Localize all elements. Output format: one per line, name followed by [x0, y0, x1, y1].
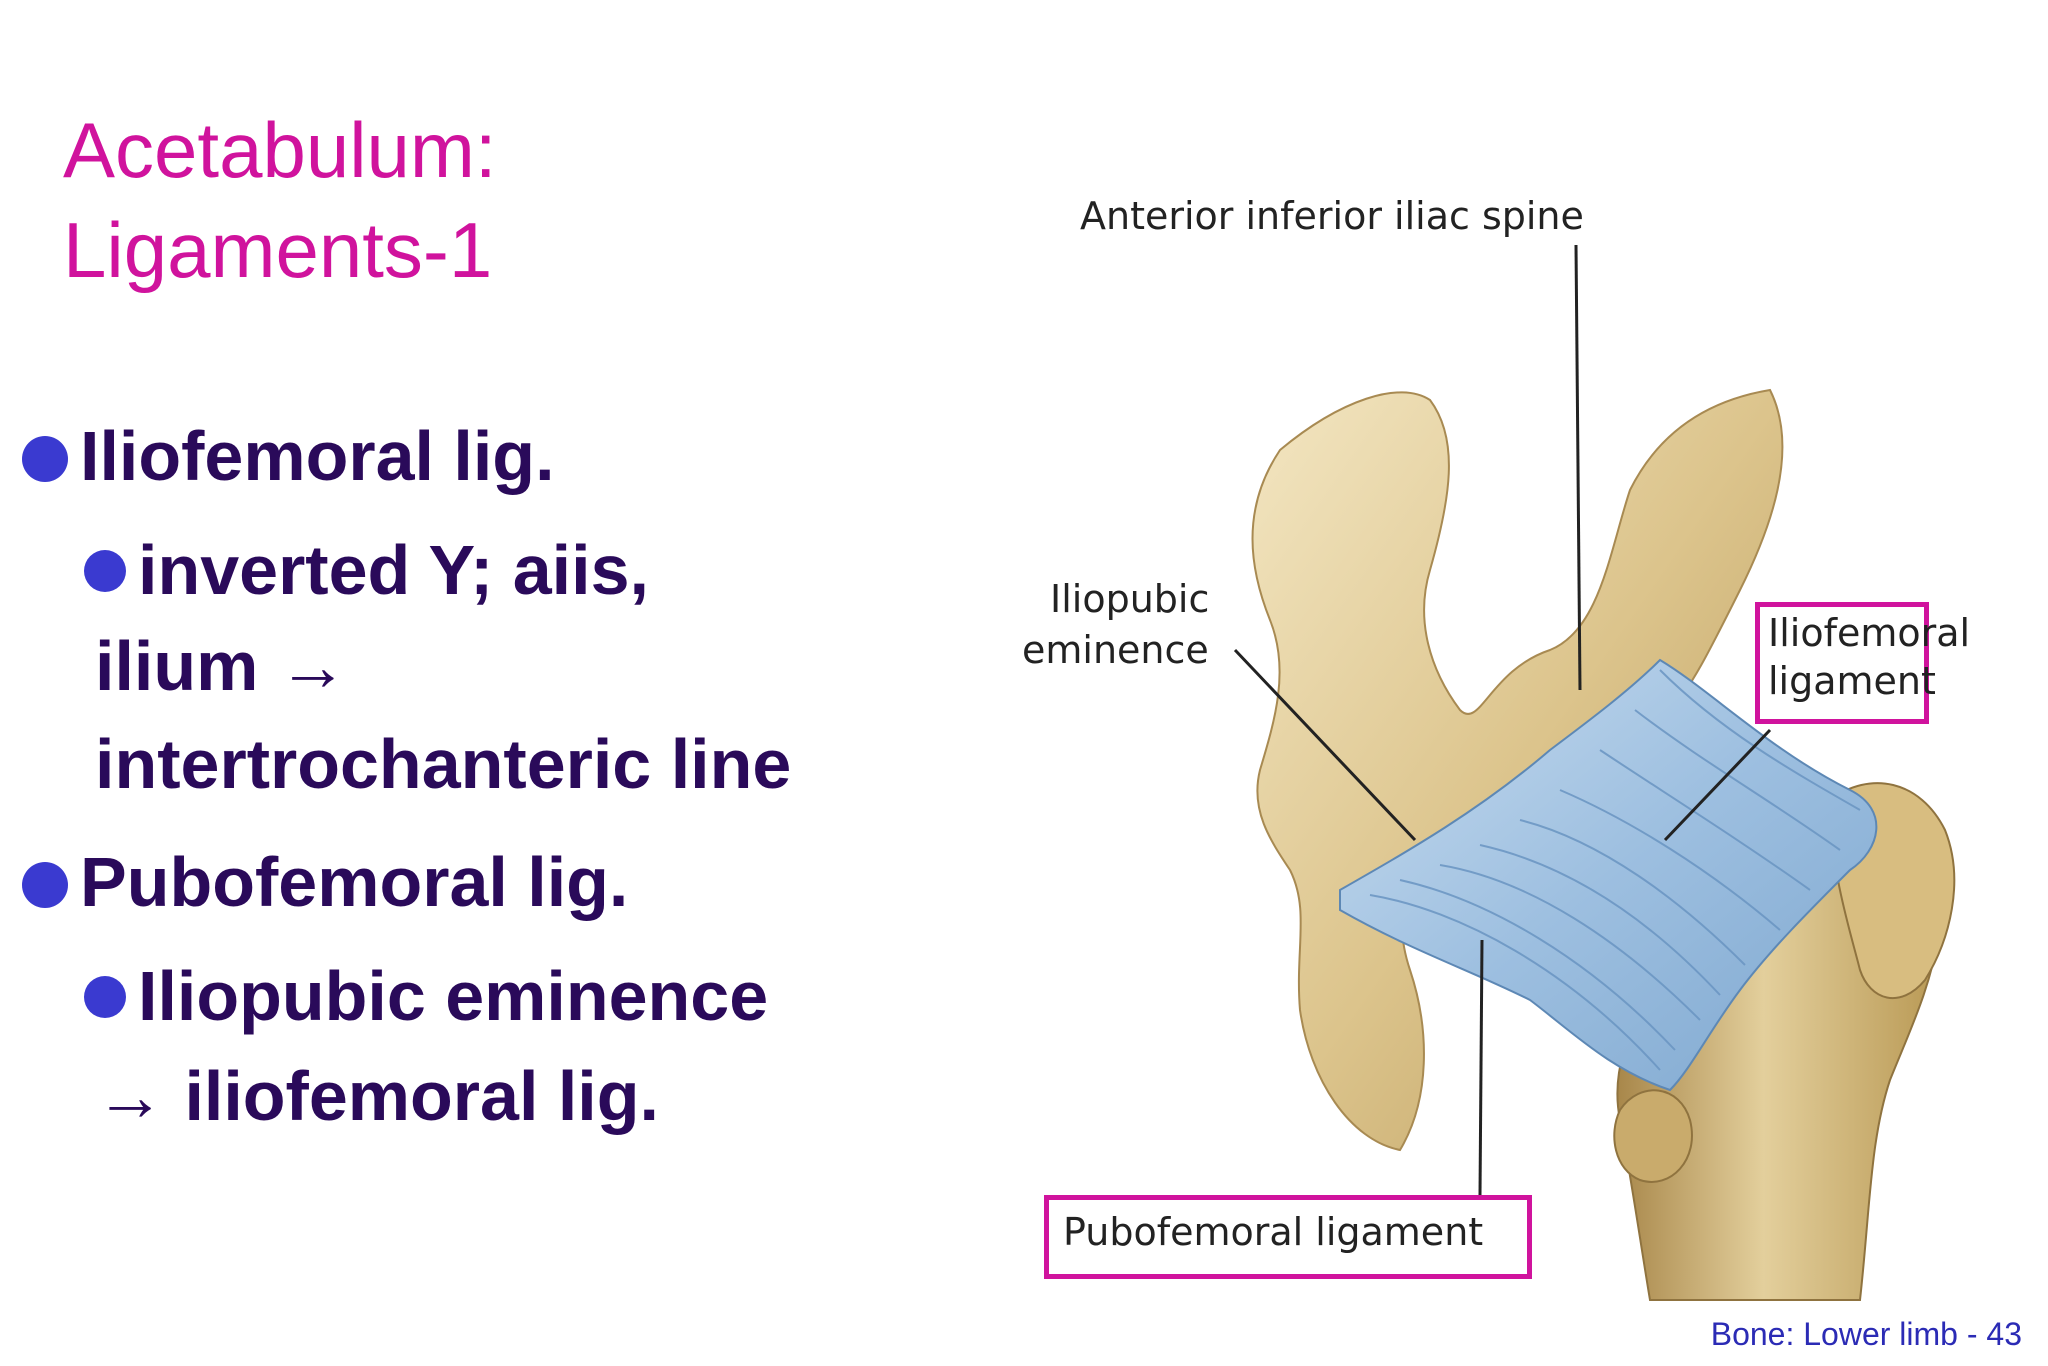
label-iliofemoral-line2: ligament — [1768, 659, 1936, 703]
aiis-leader-line — [1574, 244, 1582, 691]
ligament-fibers — [1369, 669, 1861, 1071]
bullet-iliofemoral: Iliofemoral lig. — [80, 417, 555, 495]
bullet-pubofemoral: Pubofemoral lig. — [80, 843, 629, 921]
label-iliopubic-line2: eminence — [1022, 628, 1209, 672]
sub-bullet-dot-icon — [84, 550, 126, 592]
sub-bullet-iliofemoral-line2: ilium → — [95, 627, 348, 705]
sub-bullet-iliofemoral-line3: intertrochanteric line — [95, 725, 792, 803]
hip-ligament-illustration: Anterior inferior iliac spine Iliopubic … — [1010, 150, 2020, 1310]
label-aiis: Anterior inferior iliac spine — [1080, 194, 1584, 238]
slide-title: Acetabulum: Ligaments-1 — [63, 100, 497, 300]
hip-joint-drawing — [1233, 244, 1956, 1301]
ligament-capsule — [1339, 658, 1878, 1092]
sub-bullet-iliopubic-line1: Iliopubic eminence — [138, 957, 769, 1035]
bullet-dot-icon — [22, 862, 68, 908]
label-iliofemoral-line1: Iliofemoral — [1768, 611, 1971, 655]
iliopubic-leader-line — [1233, 648, 1417, 842]
iliofemoral-leader-line — [1663, 728, 1772, 842]
pubofemoral-leader-line — [1478, 939, 1484, 1196]
label-iliopubic-line1: Iliopubic — [1050, 577, 1210, 621]
bullet-dot-icon — [22, 436, 68, 482]
label-iliofemoral-box: Iliofemoral ligament — [1755, 602, 1971, 724]
sub-bullet-iliopubic-line2: → iliofemoral lig. — [95, 1057, 659, 1135]
title-line-2: Ligaments-1 — [63, 206, 493, 294]
bullet-list: Iliofemoral lig. inverted Y; aiis, ilium… — [0, 0, 960, 1366]
lesser-trochanter — [1613, 1089, 1693, 1183]
sub-bullet-iliofemoral-line1: inverted Y; aiis, — [138, 531, 649, 609]
pelvis-bone — [1251, 388, 1784, 1152]
sub-bullet-dot-icon — [84, 976, 126, 1018]
slide-footer: Bone: Lower limb - 43 — [1710, 1316, 2022, 1352]
label-pubofemoral-box: Pubofemoral ligament — [1044, 1195, 1532, 1279]
title-line-1: Acetabulum: — [63, 106, 497, 194]
